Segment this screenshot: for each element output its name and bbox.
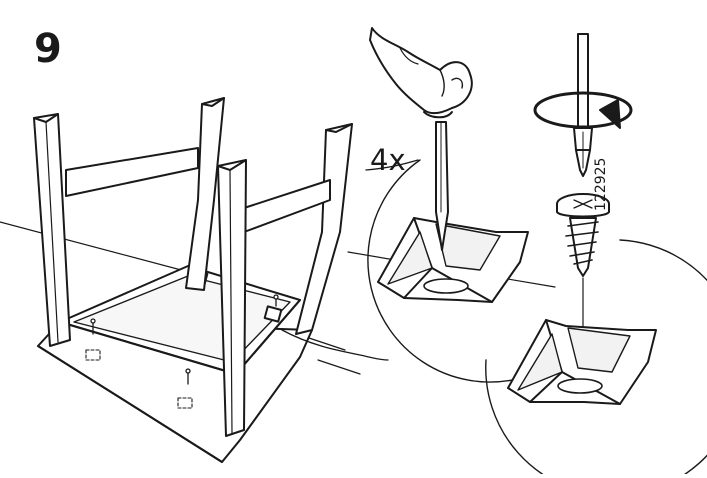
rotation-arrow-icon xyxy=(533,91,633,129)
step-number: 9 xyxy=(34,26,62,72)
corner-block xyxy=(263,305,283,323)
callout-pointer xyxy=(281,159,419,361)
hand-icon xyxy=(369,27,473,119)
stool-stretcher xyxy=(243,179,331,233)
bracket-position-marker xyxy=(85,349,193,409)
stool-leg xyxy=(295,123,353,335)
stool-stretcher xyxy=(65,147,199,197)
quantity-label: 4x xyxy=(370,143,406,177)
screwdriver-icon xyxy=(573,33,593,177)
part-number: 122925 xyxy=(593,157,609,211)
stool-leg xyxy=(217,159,247,437)
awl-icon xyxy=(435,121,449,251)
corner-bracket-icon xyxy=(507,319,657,405)
detail-circle-screw xyxy=(485,239,707,478)
screw-icon xyxy=(556,193,610,277)
detail-circle-awl xyxy=(347,27,561,383)
stool-upside-down xyxy=(33,97,353,463)
corner-bracket-icon xyxy=(377,217,529,303)
